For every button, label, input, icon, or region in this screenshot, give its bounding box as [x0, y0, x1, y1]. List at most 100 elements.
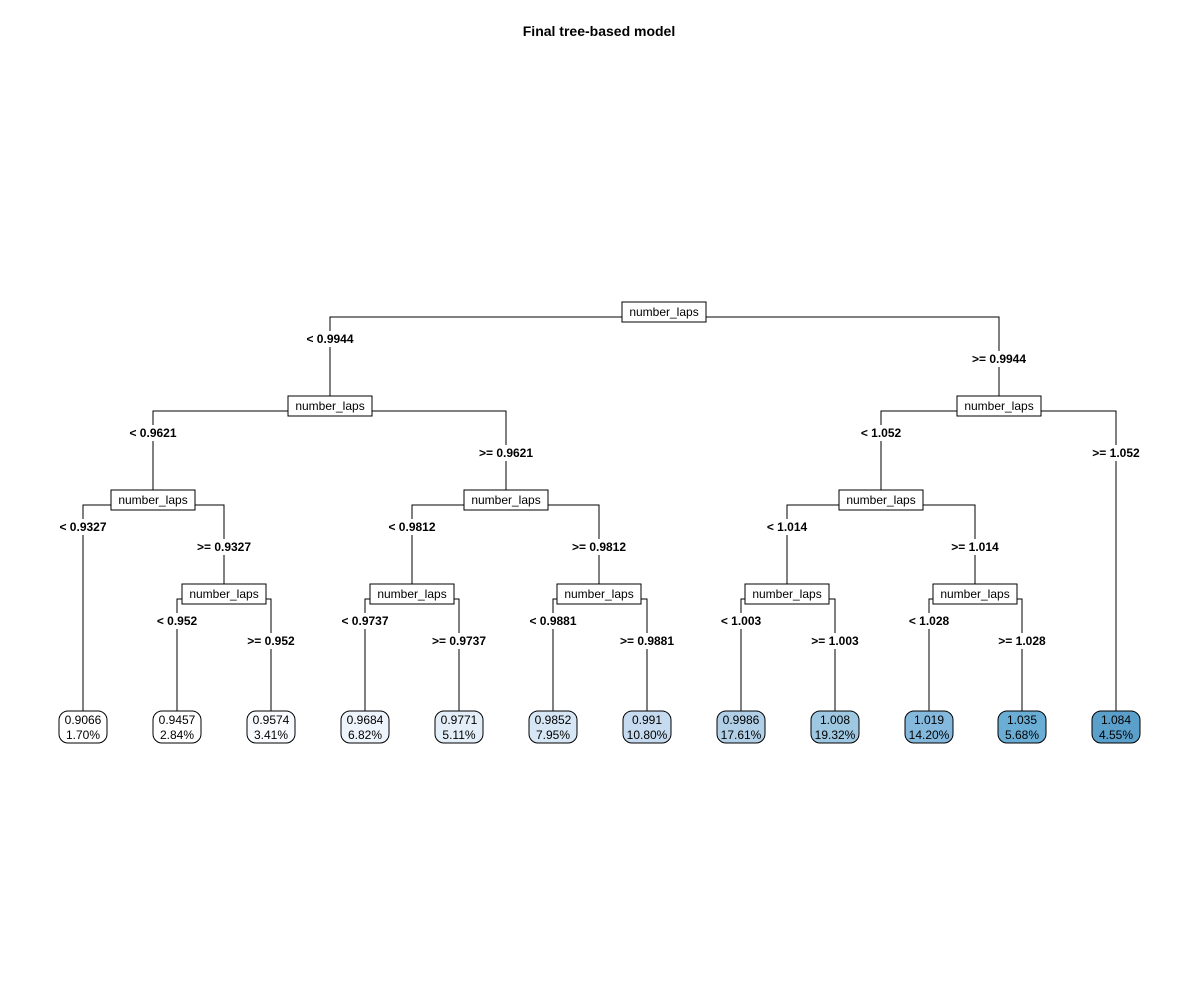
leaf-value: 1.019	[914, 713, 944, 727]
tree-edge	[664, 316, 1000, 396]
leaf-percent: 17.61%	[721, 728, 762, 742]
branch-label: >= 0.9812	[572, 540, 626, 554]
split-node: number_laps	[181, 583, 267, 605]
branch-label-background	[304, 331, 356, 347]
split-node-box	[110, 489, 196, 511]
branch-label-background	[339, 613, 391, 629]
split-node-box	[181, 583, 267, 605]
split-node: number_laps	[744, 583, 830, 605]
leaf-value: 0.9574	[253, 713, 290, 727]
branch-label: >= 1.052	[1092, 446, 1140, 460]
branch-label-background	[57, 519, 109, 535]
leaf-box	[152, 710, 202, 744]
split-node-box	[838, 489, 924, 511]
split-node-label: number_laps	[471, 493, 540, 507]
split-node: number_laps	[956, 395, 1042, 417]
branch-label-background	[1090, 445, 1143, 461]
leaf-box	[810, 710, 860, 744]
split-node-box	[463, 489, 549, 511]
branch-label: >= 1.003	[811, 634, 859, 648]
leaf-box	[246, 710, 296, 744]
leaf-value: 1.035	[1007, 713, 1037, 727]
split-node-label: number_laps	[377, 587, 446, 601]
split-node-label: number_laps	[295, 399, 364, 413]
leaf-percent: 6.82%	[348, 728, 382, 742]
branch-label-background	[569, 539, 629, 555]
leaf-value: 0.991	[632, 713, 662, 727]
tree-edge	[330, 410, 507, 490]
split-node: number_laps	[110, 489, 196, 511]
leaf-percent: 3.41%	[254, 728, 288, 742]
branch-label: < 1.014	[767, 520, 808, 534]
branch-label-background	[127, 425, 179, 441]
split-node-label: number_laps	[118, 493, 187, 507]
leaf-percent: 19.32%	[815, 728, 856, 742]
split-node-label: number_laps	[940, 587, 1009, 601]
leaf-box	[434, 710, 484, 744]
branch-label-background	[527, 613, 579, 629]
split-node-box	[932, 583, 1018, 605]
split-node-box	[287, 395, 373, 417]
split-node-label: number_laps	[752, 587, 821, 601]
leaf-percent: 2.84%	[160, 728, 194, 742]
split-node: number_laps	[932, 583, 1018, 605]
split-node-label: number_laps	[564, 587, 633, 601]
branch-label: < 0.9327	[59, 520, 106, 534]
leaf-percent: 10.80%	[627, 728, 668, 742]
branch-label: >= 0.9881	[620, 634, 674, 648]
branch-label-background	[858, 425, 904, 441]
leaf-box	[622, 710, 672, 744]
branch-label-background	[764, 519, 810, 535]
leaf-value: 1.084	[1101, 713, 1131, 727]
branch-label: < 0.9621	[129, 426, 176, 440]
branch-label-background	[809, 633, 862, 649]
tree-edge	[329, 316, 664, 396]
split-node-box	[621, 301, 707, 323]
split-node-box	[556, 583, 642, 605]
split-node-label: number_laps	[189, 587, 258, 601]
split-node: number_laps	[556, 583, 642, 605]
leaf-percent: 5.11%	[442, 728, 475, 742]
split-node-label: number_laps	[846, 493, 915, 507]
leaf-percent: 4.55%	[1099, 728, 1133, 742]
split-node: number_laps	[621, 301, 707, 323]
leaf-value: 0.9066	[65, 713, 102, 727]
branch-label: >= 1.014	[951, 540, 999, 554]
branch-label-background	[154, 613, 200, 629]
branch-label: < 0.9881	[529, 614, 576, 628]
leaf-percent: 7.95%	[536, 728, 570, 742]
branch-label-background	[996, 633, 1049, 649]
leaf-value: 0.9457	[159, 713, 196, 727]
leaf-box	[58, 710, 108, 744]
split-node: number_laps	[838, 489, 924, 511]
leaf-percent: 5.68%	[1005, 728, 1039, 742]
leaf-percent: 14.20%	[909, 728, 950, 742]
split-node: number_laps	[287, 395, 373, 417]
branch-label-background	[429, 633, 489, 649]
branch-label-background	[617, 633, 677, 649]
branch-label: < 0.9944	[306, 332, 353, 346]
branch-label: < 0.9812	[388, 520, 435, 534]
branch-label: >= 0.9944	[972, 352, 1026, 366]
split-node-box	[956, 395, 1042, 417]
split-node-box	[744, 583, 830, 605]
leaf-box	[904, 710, 954, 744]
branch-label-background	[718, 613, 764, 629]
branch-label-background	[386, 519, 438, 535]
branch-labels: < 0.9944>= 0.9944< 0.9621>= 0.9621< 1.05…	[57, 331, 1143, 649]
leaf-box	[340, 710, 390, 744]
branch-label: >= 0.9621	[479, 446, 533, 460]
leaf-box	[716, 710, 766, 744]
